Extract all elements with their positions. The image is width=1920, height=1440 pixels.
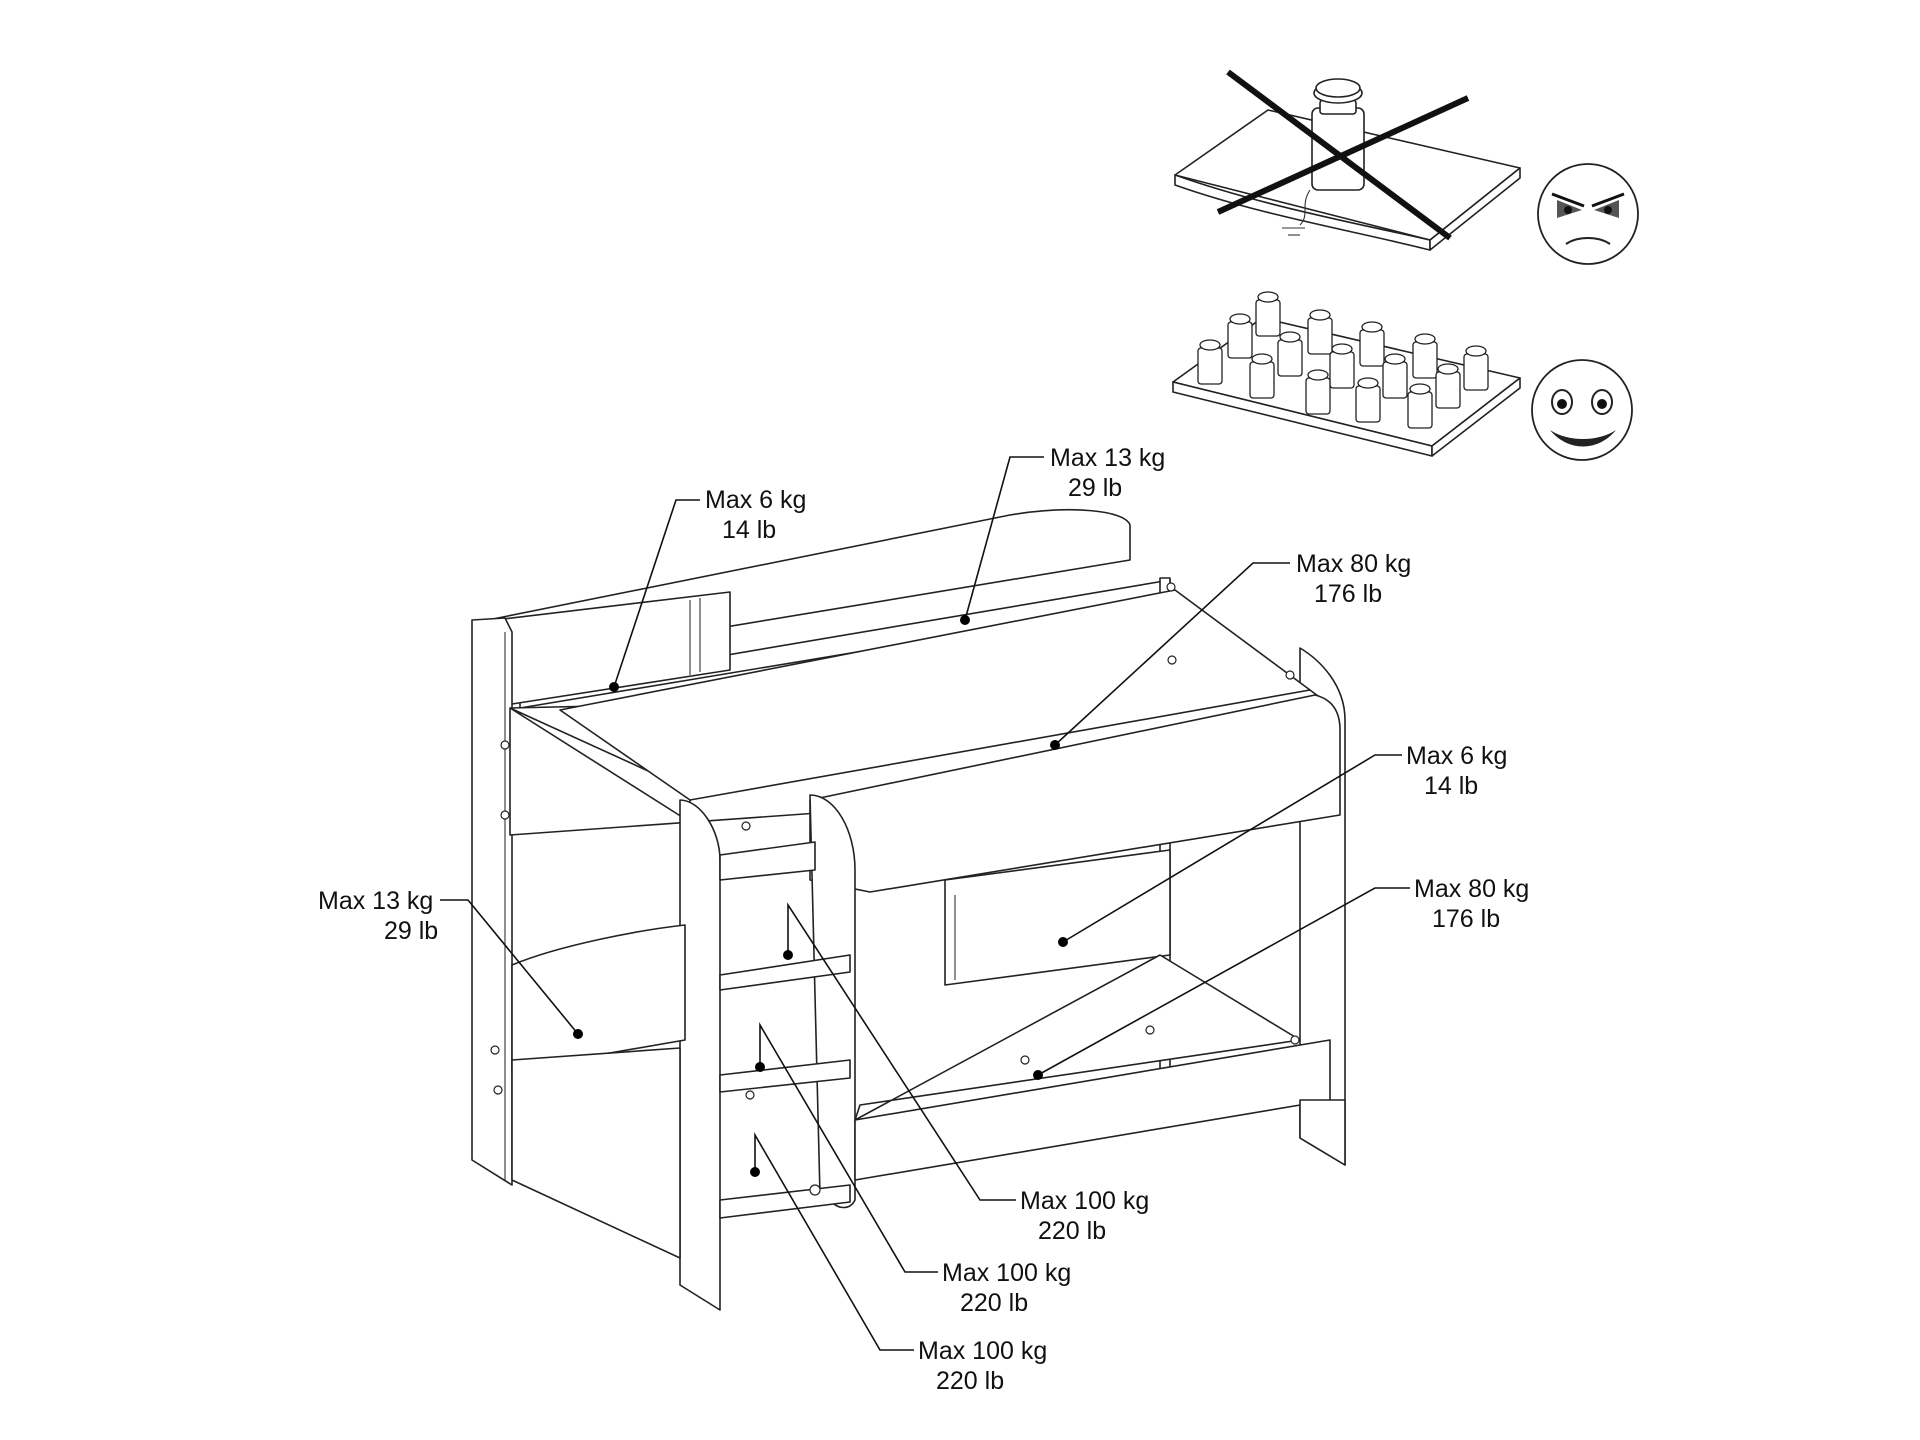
callout-lb: 29 lb	[1068, 474, 1122, 502]
callout-ladder-step-2: Max 100 kg 220 lb	[755, 1022, 1071, 1317]
callout-kg: Max 6 kg	[705, 486, 806, 514]
callout-lb: 14 lb	[1424, 772, 1478, 800]
callout-side-shelf: Max 13 kg 29 lb	[318, 887, 583, 1039]
callout-lower-mattress: Max 80 kg 176 lb	[1033, 875, 1529, 1080]
callout-top-shelf-center: Max 13 kg 29 lb	[960, 444, 1165, 625]
callout-lb: 14 lb	[722, 516, 776, 544]
callout-middle-shelf: Max 6 kg 14 lb	[1058, 742, 1507, 947]
callout-top-shelf-left: Max 6 kg 14 lb	[609, 486, 806, 692]
callout-kg: Max 6 kg	[1406, 742, 1507, 770]
callout-lb: 220 lb	[1038, 1217, 1106, 1245]
callout-lb: 176 lb	[1432, 905, 1500, 933]
callout-upper-mattress: Max 80 kg 176 lb	[1050, 550, 1411, 750]
callout-lb: 220 lb	[960, 1289, 1028, 1317]
callout-ladder-step-3: Max 100 kg 220 lb	[750, 1132, 1047, 1395]
load-callouts: Max 6 kg 14 lb Max 13 kg 29 lb Max 80 kg…	[318, 444, 1529, 1395]
angry-face-icon	[1537, 163, 1639, 265]
callout-ladder-step-1: Max 100 kg 220 lb	[783, 902, 1149, 1245]
callout-kg: Max 100 kg	[1020, 1187, 1149, 1215]
callout-lb: 176 lb	[1314, 580, 1382, 608]
callout-kg: Max 13 kg	[318, 887, 433, 915]
bunk-bed-drawing	[471, 509, 1346, 1311]
callout-kg: Max 100 kg	[918, 1337, 1047, 1365]
callout-lb: 29 lb	[384, 917, 438, 945]
distributed-load-icon	[1172, 291, 1521, 457]
callout-kg: Max 100 kg	[942, 1259, 1071, 1287]
point-load-crossed-icon	[1174, 69, 1521, 251]
callout-kg: Max 13 kg	[1050, 444, 1165, 472]
happy-face-icon	[1531, 359, 1633, 461]
callout-kg: Max 80 kg	[1296, 550, 1411, 578]
callout-kg: Max 80 kg	[1414, 875, 1529, 903]
callout-lb: 220 lb	[936, 1367, 1004, 1395]
